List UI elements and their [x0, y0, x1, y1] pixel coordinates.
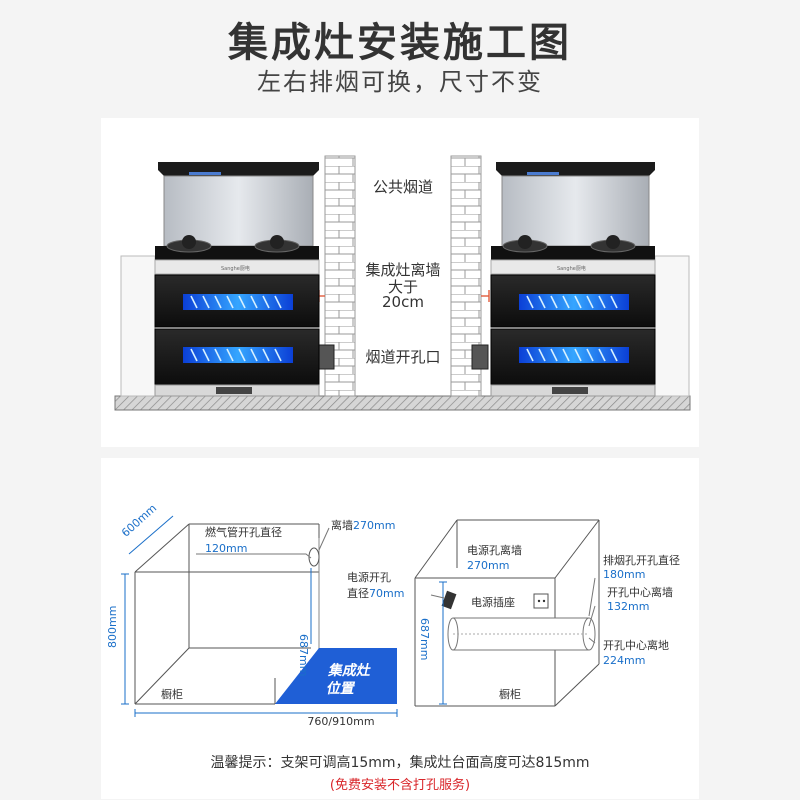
power-hole-label-line2: 直径70mm	[347, 587, 404, 601]
power-hole-label-line1: 电源开孔	[347, 571, 391, 584]
center-wall-label-line1: 开孔中心离墙	[607, 586, 673, 599]
gas-hole-label-line2: 120mm	[205, 542, 248, 555]
footer-tip: 温馨提示：支架可调高15mm，集成灶台面高度可达815mm	[210, 755, 590, 771]
socket-wall-label-line2: 270mm	[467, 559, 510, 572]
right-cabinet-box	[414, 519, 600, 707]
stove-position-zone	[275, 648, 397, 704]
cabinet-dimension-drawing	[121, 515, 600, 717]
dimension-drawing-panel: 燃气管开孔直径 120mm 离墙270mm 600mm 800mm 687mm …	[101, 458, 699, 799]
installation-illustration-panel: Sanghe厨电	[101, 118, 699, 447]
center-floor-label-line1: 开孔中心离地	[603, 639, 669, 652]
cabinet-width-label: 760/910mm	[307, 715, 375, 728]
center-floor-label-line2: 224mm	[603, 654, 646, 667]
distance-label-line3: 20cm	[382, 293, 424, 311]
leaders-right	[430, 577, 596, 644]
power-hole-value: 70mm	[369, 587, 405, 600]
stove-installation-drawing: Sanghe厨电	[114, 155, 691, 411]
integrated-stove-left: Sanghe厨电	[120, 162, 320, 397]
socket-wall-label-line1: 电源孔离墙	[467, 544, 522, 557]
wall-distance-label: 离墙270mm	[331, 519, 395, 533]
right-height-label: 687mm	[418, 618, 431, 661]
left-cabinet-label: 橱柜	[161, 688, 183, 701]
page-subtitle: 左右排烟可换，尺寸不变	[257, 68, 543, 96]
cabinet-height-label: 800mm	[106, 605, 119, 648]
pipe-height-label: 687mm	[297, 634, 310, 677]
exhaust-hole-label-line1: 排烟孔开孔直径	[603, 554, 680, 567]
distance-indicator-right	[481, 290, 490, 302]
distance-label-line2: 大于	[387, 278, 418, 296]
exhaust-hole-label-line2: 180mm	[603, 568, 646, 581]
wall-distance-prefix: 离墙	[331, 519, 353, 532]
leader-wall	[318, 527, 330, 551]
center-wall-label-line2: 132mm	[607, 600, 650, 613]
leader-gas	[196, 553, 312, 559]
power-socket-icon	[533, 593, 549, 609]
flue-opening-left	[317, 344, 335, 370]
page-title: 集成灶安装施工图	[228, 20, 572, 66]
wall-distance-value: 270mm	[353, 519, 396, 532]
gas-hole-label-line1: 燃气管开孔直径	[205, 526, 282, 539]
footer-note: (免费安装不含打孔服务)	[329, 778, 471, 793]
power-hole	[441, 590, 457, 610]
stove-position-line1: 集成灶	[327, 663, 373, 679]
floor-slab	[114, 395, 691, 411]
integrated-stove-right: Sanghe厨电	[490, 162, 690, 397]
brand-mark: Sanghe厨电	[557, 265, 586, 272]
dimension-lines-right	[439, 581, 447, 705]
dimension-lines-left	[121, 515, 398, 717]
distance-indicator-left	[318, 290, 325, 302]
flue-opening-right	[471, 344, 489, 370]
distance-label-line1: 集成灶离墙	[365, 261, 441, 279]
power-hole-prefix: 直径	[347, 587, 369, 600]
flue-opening-label: 烟道开孔口	[365, 348, 441, 366]
brand-mark: Sanghe厨电	[221, 265, 250, 272]
right-cabinet-label: 橱柜	[499, 688, 521, 701]
socket-label: 电源插座	[471, 596, 515, 609]
stove-position-line2: 位置	[325, 681, 357, 697]
flue-label: 公共烟道	[372, 178, 433, 196]
